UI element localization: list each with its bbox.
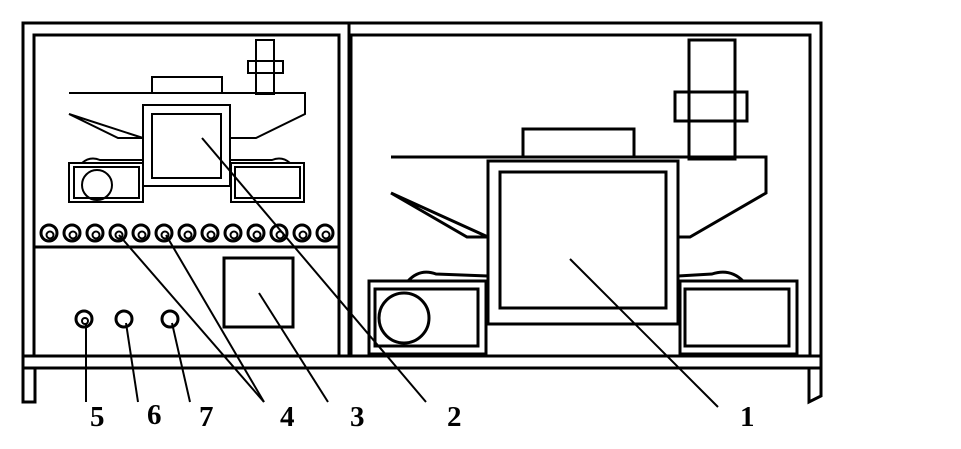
indicator-knob-center: [91, 230, 101, 240]
indicator-knob: [85, 223, 105, 243]
callout-7: 7: [199, 401, 214, 433]
callout-labels: 5 6 7 4 3 2 1: [90, 399, 755, 433]
leader-3: [258, 292, 329, 403]
switch-7: [160, 309, 180, 329]
indicator-knob: [200, 223, 220, 243]
left-compartment: [32, 33, 341, 358]
right-compartment: [349, 33, 812, 358]
inner-chamber: [498, 170, 668, 310]
indicator-knob-center: [298, 230, 308, 240]
indicator-knob: [292, 223, 312, 243]
leader-7: [171, 322, 191, 403]
main-motor: [687, 38, 737, 161]
indicator-knob: [62, 223, 82, 243]
leader-4a: [118, 234, 265, 403]
indicator-knob: [154, 223, 174, 243]
indicator-knob: [108, 223, 128, 243]
indicator-knob-center: [68, 230, 78, 240]
control-panel-box: [222, 256, 295, 329]
indicator-knob: [39, 223, 59, 243]
callout-6: 6: [147, 399, 162, 431]
indicator-knob-center: [183, 230, 193, 240]
leader-lines: [85, 137, 719, 408]
indicator-knob: [177, 223, 197, 243]
indicator-knob: [223, 223, 243, 243]
callout-4: 4: [280, 401, 295, 433]
right-drive-unit: [678, 279, 799, 356]
indicator-knob: [269, 223, 289, 243]
callout-1: 1: [740, 401, 755, 433]
indicator-knob: [246, 223, 266, 243]
indicator-knob-center: [229, 230, 239, 240]
indicator-knob: [315, 223, 335, 243]
callout-3: 3: [350, 401, 365, 433]
indicator-knob-center: [160, 230, 170, 240]
main-chamber: [486, 159, 680, 326]
indicator-knob-center: [206, 230, 216, 240]
main-machine: [367, 38, 799, 356]
indicator-knob-center: [137, 230, 147, 240]
callout-5: 5: [90, 401, 105, 433]
leader-2: [201, 137, 427, 403]
indicator-knob-center: [114, 230, 124, 240]
leader-1: [569, 258, 719, 408]
callout-2: 2: [447, 401, 462, 433]
indicator-knob-center: [321, 230, 331, 240]
switch-group: [74, 309, 180, 329]
leader-6: [125, 322, 139, 403]
indicator-knob-center: [252, 230, 262, 240]
indicator-knob-row: [39, 223, 335, 243]
switch-6: [114, 309, 134, 329]
hopper: [390, 155, 768, 239]
drive-pulley: [377, 291, 431, 345]
indicator-knob-center: [45, 230, 55, 240]
top-cover: [521, 127, 636, 159]
left-mini-machine: [68, 39, 306, 203]
motor-flange: [673, 90, 749, 123]
switch-5: [74, 309, 94, 329]
left-drive-unit: [367, 279, 488, 356]
indicator-knob: [131, 223, 151, 243]
leader-4b: [165, 234, 265, 403]
